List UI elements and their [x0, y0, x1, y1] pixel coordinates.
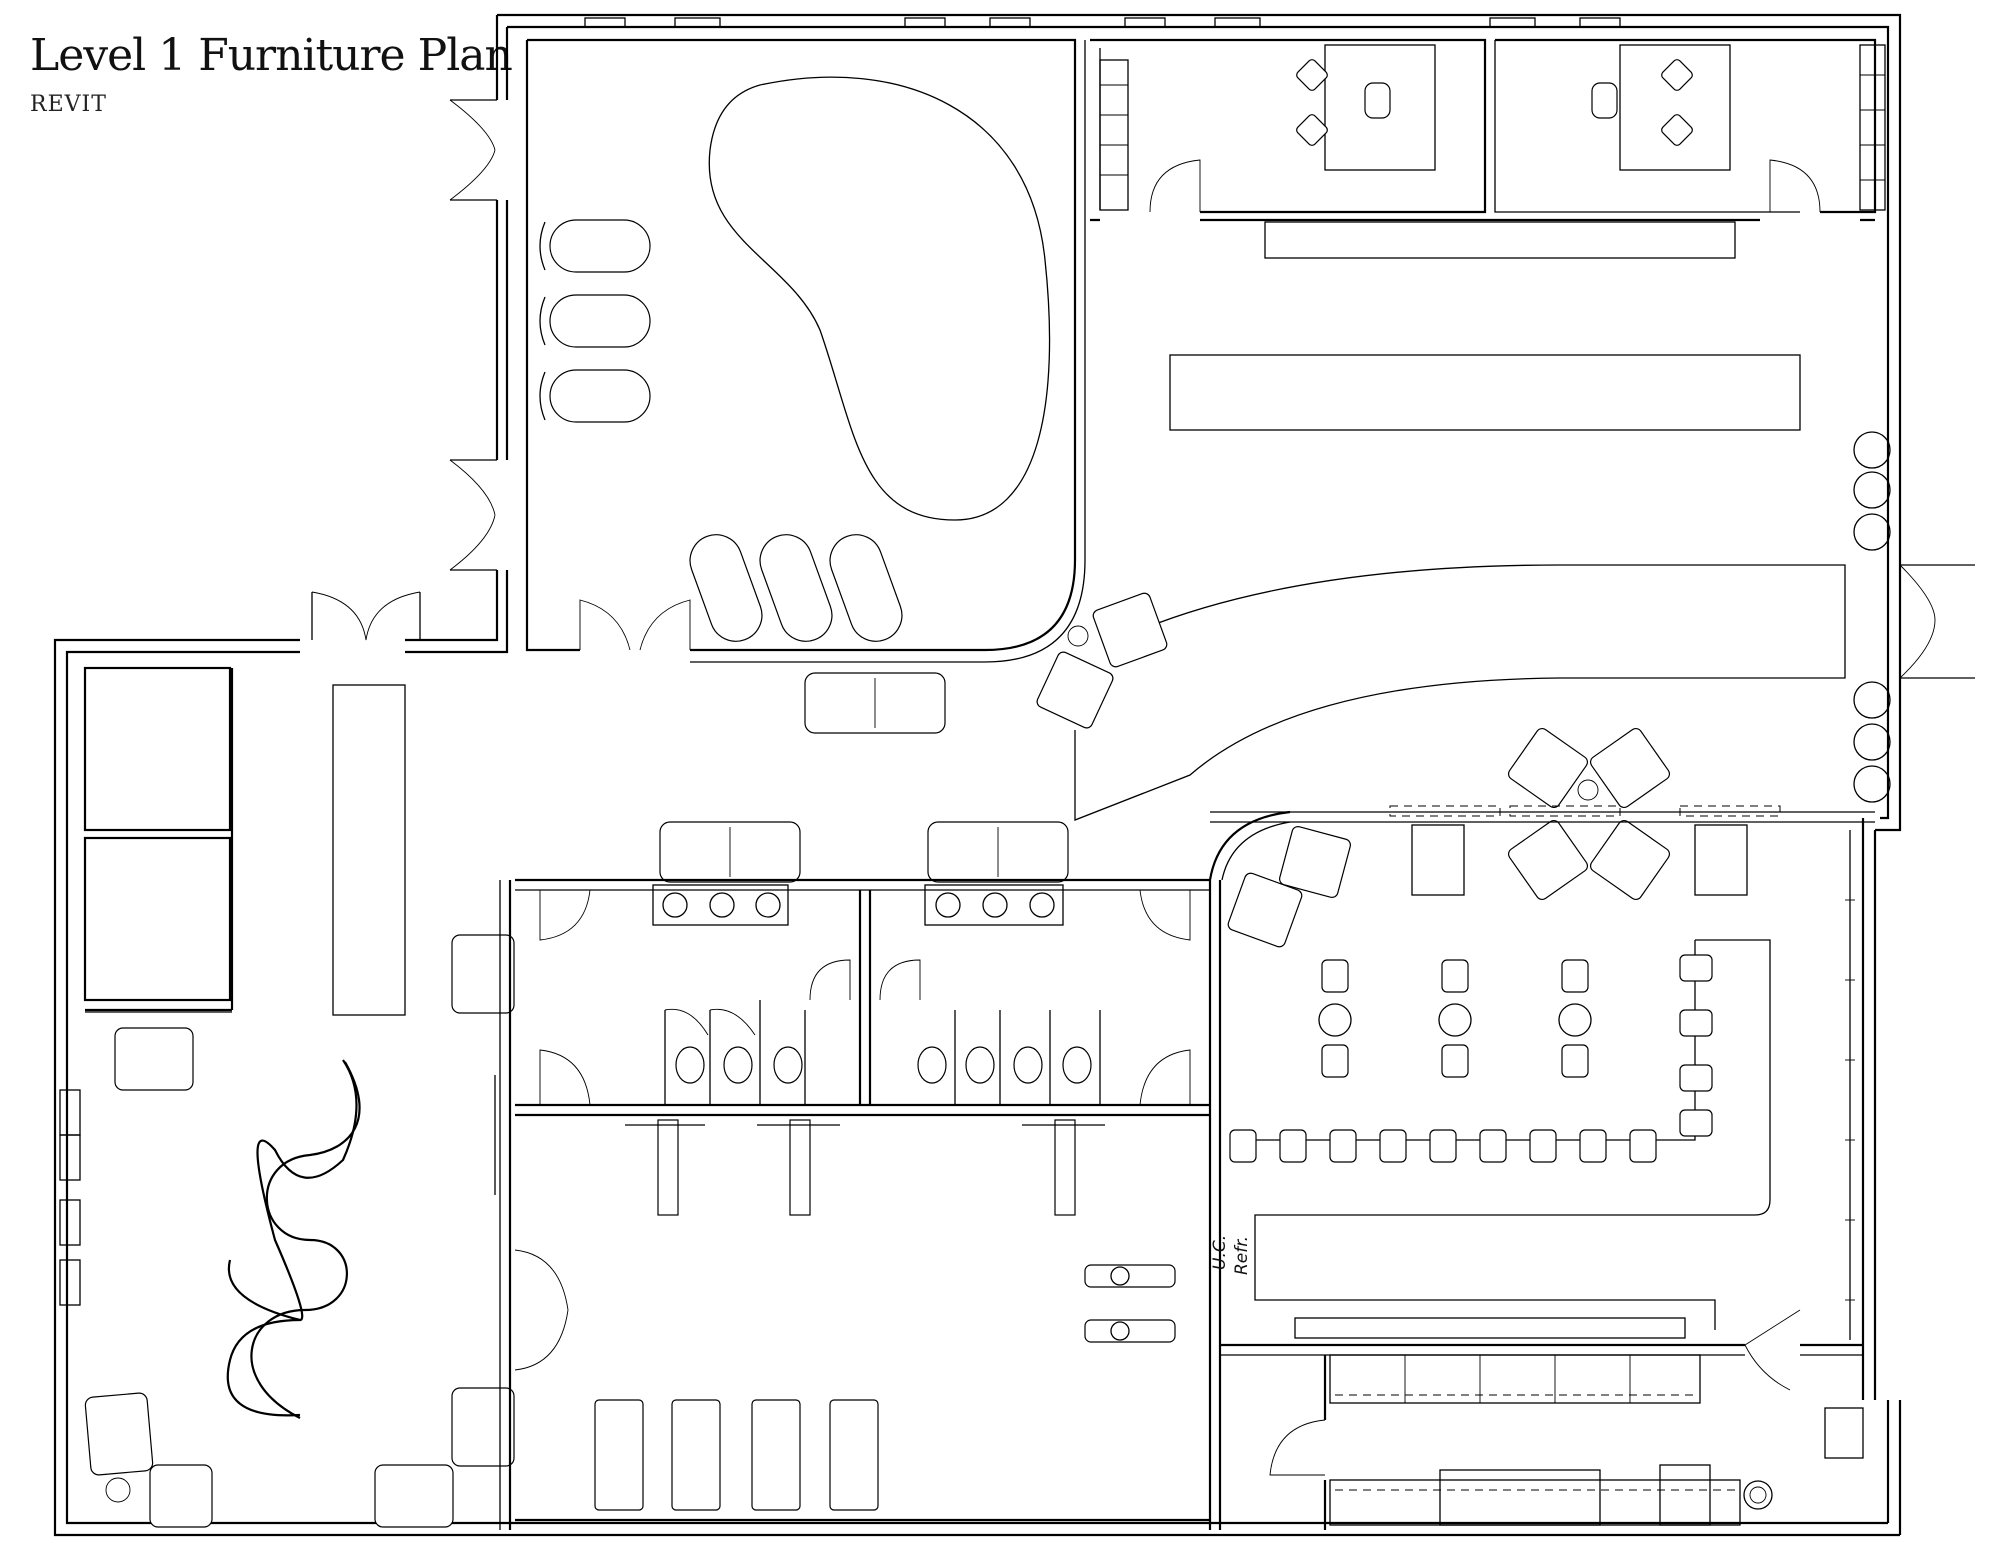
weight-bench-icon	[625, 1119, 1105, 1216]
kitchen	[1220, 1309, 1864, 1530]
cafe-table	[1318, 959, 1592, 1078]
bar-stool	[1229, 954, 1713, 1163]
lounge-room	[449, 38, 1086, 663]
offices	[1090, 38, 1886, 259]
left-wing	[83, 591, 515, 1530]
gym	[494, 880, 1222, 1530]
refr-label: Refr.	[1232, 1236, 1252, 1275]
armchair	[1036, 592, 1168, 729]
left-windows	[59, 1089, 81, 1306]
exercise-bike-icon	[1084, 1264, 1176, 1343]
top-windows	[584, 17, 1621, 28]
lobby	[659, 354, 1975, 901]
plan-subtitle: REVIT	[30, 92, 107, 117]
sofa	[659, 672, 1069, 883]
uc-label: U.C.	[1210, 1235, 1230, 1270]
chaise-lounge-bottom	[689, 534, 903, 642]
armchair-group	[1507, 727, 1671, 901]
armchair-left	[84, 934, 515, 1528]
restrooms	[515, 878, 1210, 1117]
treadmill-icon	[594, 1399, 879, 1511]
chaise-lounge	[539, 219, 651, 423]
exterior-walls	[53, 13, 1902, 1537]
plan-title: Level 1 Furniture Plan	[30, 30, 513, 81]
plant-icon	[1853, 431, 1891, 803]
cafe: U.C. Refr.	[1208, 810, 1855, 1340]
